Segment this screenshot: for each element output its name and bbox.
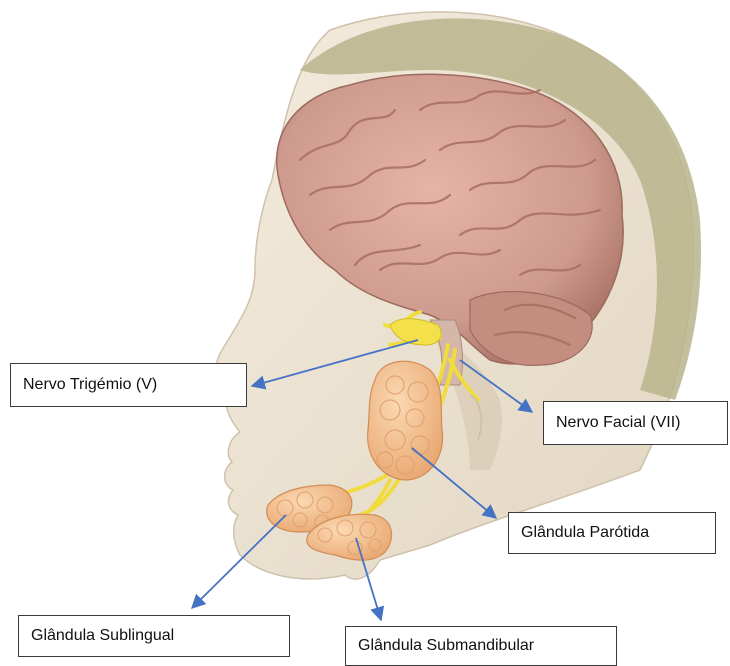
label-trigeminal-nerve: Nervo Trigémio (V): [10, 363, 247, 407]
label-trigeminal-text: Nervo Trigémio (V): [23, 377, 157, 393]
label-submandibular-text: Glândula Submandibular: [358, 638, 534, 654]
label-submandibular-gland: Glândula Submandibular: [345, 626, 617, 666]
label-sublingual-text: Glândula Sublingual: [31, 628, 174, 644]
parotid-gland: [368, 361, 443, 480]
label-parotid-gland: Glândula Parótida: [508, 512, 716, 554]
label-facial-text: Nervo Facial (VII): [556, 415, 680, 431]
label-parotid-text: Glândula Parótida: [521, 525, 649, 541]
label-facial-nerve: Nervo Facial (VII): [543, 401, 728, 445]
label-sublingual-gland: Glândula Sublingual: [18, 615, 290, 657]
